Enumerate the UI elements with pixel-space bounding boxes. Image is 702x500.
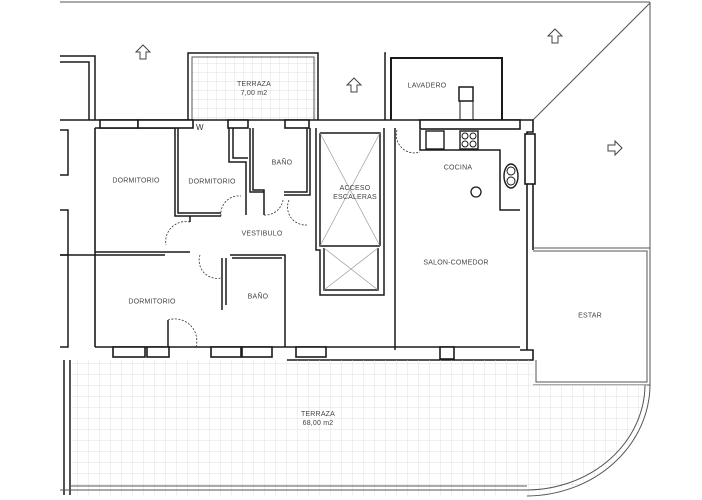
terraza-bottom-area — [60, 360, 651, 497]
arrow-up-icon — [546, 28, 564, 44]
room-name: BAÑO — [247, 293, 269, 301]
door-swings — [165, 129, 421, 348]
kitchen-appliances — [425, 130, 519, 198]
adjacent-walls — [60, 55, 96, 348]
room-label-terraza-bottom: TERRAZA 68,00 m2 — [301, 410, 335, 428]
exterior-walls — [60, 119, 536, 361]
room-name: ESTAR — [578, 312, 602, 320]
room-name-line-1: ACCESO — [339, 185, 371, 192]
room-name: TERRAZA — [236, 81, 272, 88]
room-label-estar: ESTAR — [578, 312, 602, 321]
room-label-bano-1: BAÑO — [272, 159, 293, 168]
room-area: 7,00 m2 — [240, 90, 268, 97]
w-marker: W — [196, 123, 204, 132]
lavadero-area — [384, 52, 503, 120]
arrow-up-icon — [345, 77, 363, 93]
room-label-terraza-top: TERRAZA 7,00 m2 — [237, 80, 271, 98]
room-name: VESTIBULO — [241, 230, 283, 238]
room-name: DORMITORIO — [188, 178, 236, 186]
room-label-vestibulo: VESTIBULO — [241, 230, 282, 239]
arrow-right-icon — [607, 139, 623, 157]
plot-boundary — [60, 1, 651, 248]
room-name: SALON-COMEDOR — [423, 259, 489, 267]
room-label-bano-2: BAÑO — [248, 293, 269, 302]
room-label-salon-comedor: SALON-COMEDOR — [423, 259, 488, 268]
room-name: TERRAZA — [300, 411, 336, 418]
room-name: COCINA — [443, 164, 473, 172]
stair-diagonals — [319, 132, 381, 291]
interior-walls — [95, 128, 520, 350]
room-name: BAÑO — [271, 159, 293, 167]
room-name: LAVADERO — [407, 82, 447, 90]
room-name-line-2: ESCALERAS — [333, 194, 377, 201]
room-label-dormitorio-3: DORMITORIO — [128, 298, 175, 307]
room-area: 68,00 m2 — [302, 420, 334, 427]
room-label-dormitorio-2: DORMITORIO — [188, 178, 235, 187]
room-label-dormitorio-1: DORMITORIO — [112, 177, 159, 186]
room-label-cocina: COCINA — [444, 164, 472, 173]
room-name: DORMITORIO — [112, 177, 160, 185]
room-label-lavadero: LAVADERO — [408, 82, 447, 91]
arrow-up-icon — [134, 44, 152, 60]
room-label-acceso-escaleras: ACCESO ESCALERAS — [333, 184, 377, 202]
terraza-top-area — [187, 52, 319, 120]
room-name: DORMITORIO — [128, 298, 176, 306]
